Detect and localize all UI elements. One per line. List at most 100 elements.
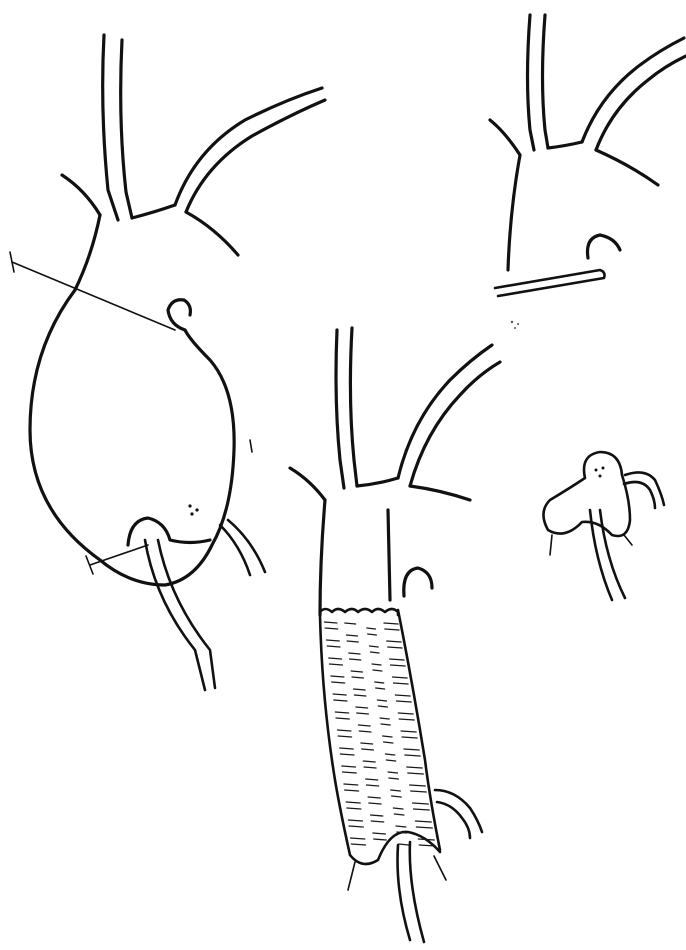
graft-crimp-mark — [347, 808, 361, 809]
graft-crimp-mark — [371, 821, 383, 822]
graft-crimp-mark — [338, 736, 351, 737]
graft-crimp-mark — [373, 833, 386, 834]
graft-arch-right-edge — [410, 486, 470, 500]
graft-crimp-mark — [411, 791, 427, 792]
graft-left-wall — [320, 615, 350, 855]
excised-lower-branch-right — [600, 510, 625, 598]
graft-crimp-mark — [340, 748, 354, 749]
graft-crimp-mark — [405, 755, 420, 756]
graft-crimp-mark — [413, 803, 429, 804]
panel-aortic-stump-closed — [490, 15, 686, 296]
graft-crimp-mark — [331, 676, 344, 677]
graft-crimp-mark — [387, 641, 401, 642]
graft-crimp-mark — [384, 742, 393, 743]
graft-crimp-mark — [388, 647, 402, 648]
clamp-hook-icon — [168, 300, 190, 330]
graft-crimp-mark — [344, 784, 358, 785]
graft-right-wall — [398, 610, 440, 850]
graft-crimp-mark — [351, 838, 365, 839]
lower-vessel-bump — [128, 518, 210, 545]
aorta-neck-left — [75, 215, 100, 290]
graft-crimp-mark — [386, 760, 395, 761]
paper-specks — [511, 321, 519, 329]
graft-crimp-mark — [370, 646, 379, 647]
graft-crimp-mark — [416, 827, 432, 828]
graft-crimp-mark — [374, 839, 387, 840]
graft-crimp-mark — [367, 785, 379, 786]
graft-crimp-mark — [330, 664, 343, 665]
stump-clamp-bar — [495, 270, 605, 296]
graft-crimp-mark — [367, 628, 376, 629]
graft-branch-left-wall — [336, 330, 344, 488]
graft-crimp-mark — [335, 712, 348, 713]
graft-crimp-mark — [376, 688, 385, 689]
graft-crimp-mark — [381, 724, 390, 725]
graft-crimp-mark — [357, 713, 369, 714]
panel-excised-sac — [543, 452, 664, 600]
graft-crimp-mark — [399, 719, 414, 720]
graft-arch-branch-inner — [410, 362, 500, 486]
graft-crimp-mark — [366, 779, 378, 780]
graft-crimp-mark — [347, 641, 358, 642]
panel-aneurysm-before-repair — [10, 35, 325, 690]
graft-crimp-mark — [393, 677, 408, 678]
graft-crimp-mark — [396, 826, 406, 827]
graft-crimp-mark — [372, 664, 381, 665]
graft-crimp-mark — [351, 671, 362, 672]
excised-sac-outline — [543, 452, 630, 536]
graft-aorta-left — [320, 500, 325, 615]
graft-crimp-mark — [351, 844, 365, 845]
graft-crimp-mark — [414, 809, 430, 810]
graft-crimp-mark — [401, 731, 416, 732]
graft-crimp-mark — [369, 803, 381, 804]
graft-crimp-mark — [356, 707, 368, 708]
graft-crimp-mark — [404, 749, 419, 750]
graft-top-suture-line — [320, 609, 398, 615]
graft-crimp-mark — [378, 706, 387, 707]
upper-resection-line — [12, 262, 175, 330]
excised-sac-orifice-dots-icon — [595, 467, 605, 478]
brachiocephalic-branch-right-wall — [121, 40, 132, 218]
stump-arch-top — [548, 142, 582, 148]
lower-branch-right-wall — [158, 540, 215, 688]
graft-crimp-mark — [327, 640, 340, 641]
tube-graft — [320, 609, 440, 864]
excised-stub-1 — [550, 535, 552, 555]
graft-crimp-mark — [391, 665, 406, 666]
graft-crimp-mark — [375, 682, 384, 683]
graft-crimp-mark — [342, 766, 356, 767]
graft-crimp-mark — [359, 731, 371, 732]
graft-crimp-mark — [346, 802, 360, 803]
graft-aorta-right — [388, 510, 390, 600]
stump-left-carotid — [490, 120, 520, 155]
stump-arch-branch-outer — [582, 38, 684, 142]
graft-crimp-mark — [383, 736, 392, 737]
excised-branch-outer — [625, 472, 664, 505]
graft-side-branch-outer — [435, 790, 482, 832]
stump-arch-right-edge — [596, 150, 658, 185]
graft-crimp-mark — [343, 772, 357, 773]
graft-side-branch-inner — [437, 802, 470, 838]
graft-stub-left — [348, 862, 355, 890]
graft-crimp-mark — [349, 653, 360, 654]
graft-crimp-mark — [391, 790, 401, 791]
graft-crimp-mark — [394, 683, 409, 684]
graft-crimp-mark — [368, 634, 377, 635]
graft-crimp-mark — [385, 754, 394, 755]
graft-crimp-mark — [363, 761, 375, 762]
graft-crimp-mark — [385, 629, 399, 630]
graft-crimp-mark — [380, 718, 389, 719]
panel-graft-interposed — [290, 328, 500, 942]
stump-hook-icon — [588, 235, 621, 258]
graft-crimp-mark — [352, 677, 363, 678]
graft-left-carotid — [290, 468, 325, 500]
graft-crimp-mark — [349, 826, 363, 827]
graft-crimp-mark — [408, 773, 424, 774]
graft-crimp-mark — [334, 700, 347, 701]
graft-bottom-suture-line — [350, 832, 440, 864]
graft-crimp-mark — [395, 695, 410, 696]
graft-crimp-mark — [346, 635, 357, 636]
graft-crimp-mark — [327, 646, 340, 647]
graft-crimp-mark — [336, 718, 349, 719]
